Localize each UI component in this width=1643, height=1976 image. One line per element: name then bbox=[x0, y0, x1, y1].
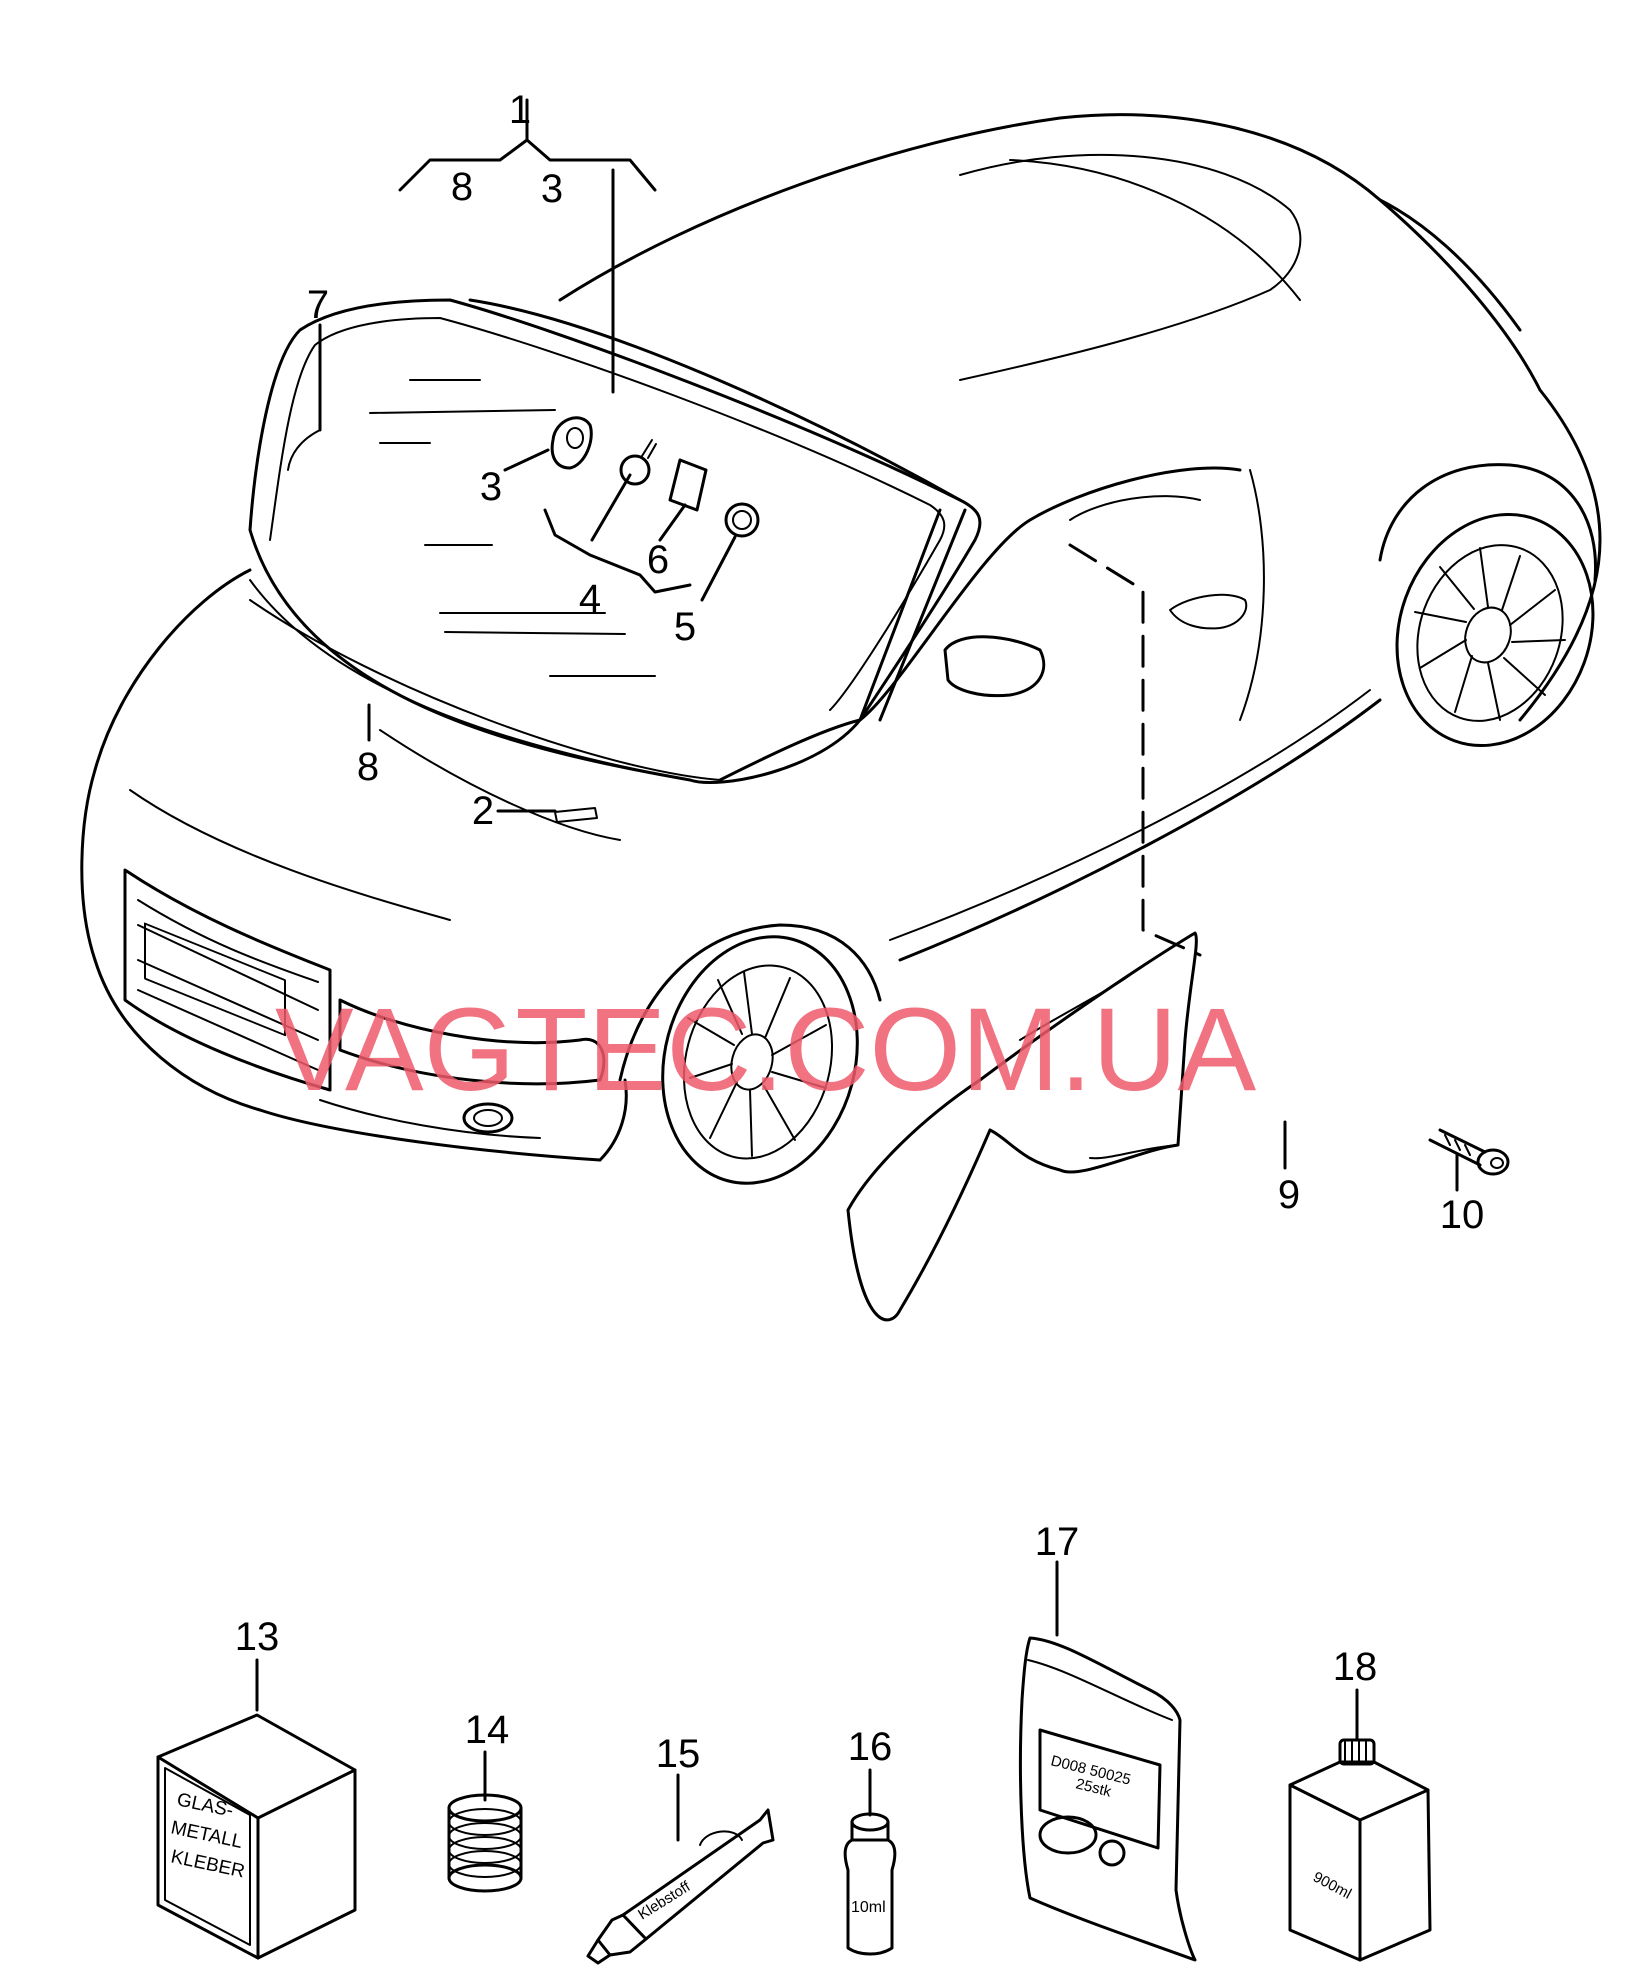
callout-15: 15 bbox=[656, 1732, 701, 1776]
callout-2: 2 bbox=[472, 789, 494, 833]
windshield bbox=[248, 298, 982, 823]
callout-17: 17 bbox=[1035, 1520, 1080, 1564]
callout-numbers: 1 8 3 7 3 4 6 5 8 2 9 10 bbox=[307, 88, 1484, 1237]
callout-16: 16 bbox=[848, 1725, 893, 1769]
large-bottle: 18 900ml bbox=[1288, 1645, 1432, 1962]
glue-box: 13 GLAS- METALL KLEBER bbox=[156, 1615, 357, 1960]
callout-8-top: 8 bbox=[451, 165, 473, 209]
callout-4: 4 bbox=[579, 577, 601, 621]
box-label-line1: GLAS- bbox=[175, 1789, 235, 1821]
callout-10: 10 bbox=[1440, 1193, 1485, 1237]
callout-13: 13 bbox=[235, 1615, 280, 1659]
large-bottle-label: 900ml bbox=[1310, 1869, 1354, 1903]
adhesive-tube: 15 Klebstoff bbox=[586, 1732, 775, 1965]
watermark: VAGTEC.COM.UA bbox=[275, 984, 1257, 1116]
callout-3: 3 bbox=[480, 465, 502, 509]
callout-14: 14 bbox=[465, 1708, 510, 1752]
callout-5: 5 bbox=[674, 605, 696, 649]
callout-8: 8 bbox=[357, 745, 379, 789]
side-window bbox=[846, 931, 1198, 1322]
callout-18: 18 bbox=[1333, 1645, 1378, 1689]
callout-1: 1 bbox=[509, 88, 531, 132]
parts-bag: 17 D008 50025 25stk bbox=[1018, 1520, 1197, 1962]
callout-9: 9 bbox=[1278, 1173, 1300, 1217]
small-bottle-label: 10ml bbox=[851, 1899, 886, 1916]
car-illustration bbox=[80, 113, 1602, 1185]
callout-3-top: 3 bbox=[541, 167, 563, 211]
callout-6: 6 bbox=[647, 538, 669, 582]
callout-7: 7 bbox=[307, 283, 329, 327]
bolt-part bbox=[1428, 1128, 1510, 1176]
small-bottle: 16 10ml bbox=[843, 1725, 897, 1956]
leader-lines bbox=[287, 98, 1459, 1192]
wire-coil: 14 bbox=[447, 1708, 523, 1893]
